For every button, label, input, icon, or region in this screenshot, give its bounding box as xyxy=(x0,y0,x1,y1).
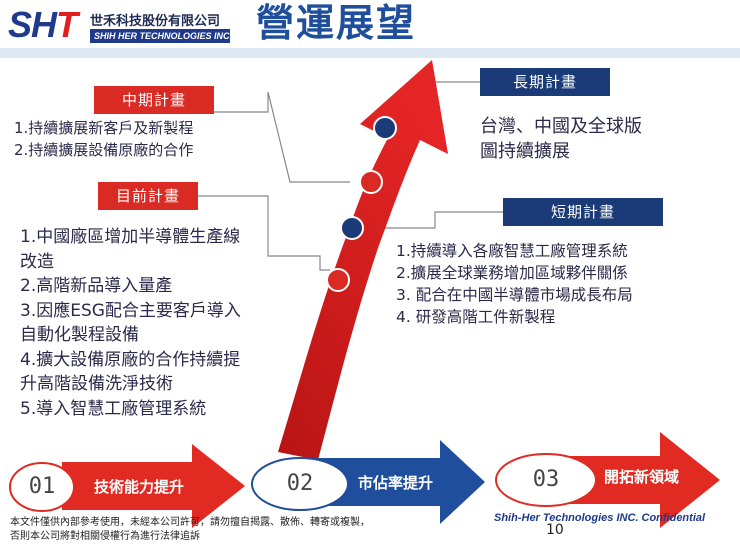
connector-short-term xyxy=(372,211,503,229)
current-plan-line: 5.導入智慧工廠管理系統 xyxy=(20,398,207,419)
mid-term-label: 中期計畫 xyxy=(94,86,214,114)
mid-term-item: 1.持續擴展新客戶及新製程 xyxy=(14,119,194,137)
connector-current xyxy=(198,195,330,271)
company-logo: SHT 世禾科技股份有限公司 SHIH HER TECHNOLOGIES INC… xyxy=(8,4,232,46)
step-01-badge xyxy=(9,462,75,512)
long-term-label: 長期計畫 xyxy=(480,68,610,96)
confidentiality-notice: 本文件僅供內部參考使用，未經本公司許可，請勿擅自揭露、散佈、轉寄或複製， 否則本… xyxy=(10,517,370,542)
current-plan-list: 1.中國廠區增加半導體生產線 改造 2.高階新品導入量產 3.因應ESG配合主要… xyxy=(20,225,241,421)
long-term-line: 台灣、中國及全球版 xyxy=(480,116,642,137)
long-term-line: 圖持續擴展 xyxy=(480,141,570,162)
milestone-circle-3 xyxy=(340,216,364,240)
step-02-label: 市佔率提升 xyxy=(358,474,434,492)
current-plan-line: 升高階設備洗淨技術 xyxy=(20,374,173,394)
current-plan-line: 改造 xyxy=(20,251,54,272)
step-01-arrow xyxy=(62,444,245,528)
short-term-item: 2.擴展全球業務增加區域夥伴關係 xyxy=(396,264,628,282)
short-term-item: 1.持續導入各廠智慧工廠管理系統 xyxy=(396,242,628,260)
red-growth-arrow xyxy=(278,60,448,460)
step-03-badge xyxy=(495,453,597,507)
short-term-item: 3. 配合在中國半導體市場成長布局 xyxy=(396,286,633,304)
page-title: 營運展望 xyxy=(256,1,417,45)
page-number: 10 xyxy=(546,522,564,538)
step-03-arrow xyxy=(545,432,720,528)
milestone-circle-4 xyxy=(326,268,350,292)
short-term-list: 1.持續導入各廠智慧工廠管理系統 2.擴展全球業務增加區域夥伴關係 3. 配合在… xyxy=(396,240,633,328)
step-01-label: 技術能力提升 xyxy=(94,478,185,496)
current-plan-line: 自動化製程設備 xyxy=(20,325,139,345)
logo-mark: SHT xyxy=(8,4,78,45)
mid-term-item: 2.持續擴展設備原廠的合作 xyxy=(14,141,194,159)
current-plan-label: 目前計畫 xyxy=(98,182,198,210)
current-plan-line: 4.擴大設備原廠的合作持續提 xyxy=(20,349,241,370)
step-02-number: 02 xyxy=(286,471,314,496)
current-plan-line: 1.中國廠區增加半導體生產線 xyxy=(20,227,241,247)
step-03-label: 開拓新領域 xyxy=(604,468,680,486)
connector-mid-term xyxy=(188,91,350,183)
logo-company-name-cn: 世禾科技股份有限公司 xyxy=(90,14,221,29)
short-term-item: 4. 研發高階工件新製程 xyxy=(396,308,556,326)
step-03-number: 03 xyxy=(532,467,560,492)
short-term-label: 短期計畫 xyxy=(503,198,663,226)
title-underline-bar xyxy=(0,48,740,58)
mid-term-list: 1.持續擴展新客戶及新製程 2.持續擴展設備原廠的合作 xyxy=(14,117,193,161)
long-term-text: 台灣、中國及全球版 圖持續擴展 xyxy=(480,114,642,164)
current-plan-line: 3.因應ESG配合主要客戶導入 xyxy=(20,300,241,321)
confidential-brand: Shih-Her Technologies INC. Confidential xyxy=(494,512,706,524)
milestone-circle-1 xyxy=(373,116,397,140)
step-01-number: 01 xyxy=(28,474,56,499)
step-02-arrow xyxy=(305,440,485,524)
step-02-badge xyxy=(251,457,349,511)
logo-company-name-en: SHIH HER TECHNOLOGIES INC. xyxy=(90,29,232,43)
current-plan-line: 2.高階新品導入量產 xyxy=(20,276,173,296)
milestone-circle-2 xyxy=(359,170,383,194)
